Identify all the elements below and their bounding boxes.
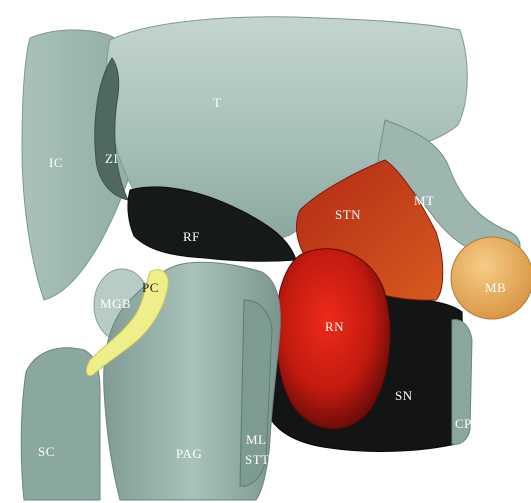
mammillary-body-shape — [451, 237, 531, 319]
label-periaqueductal-gray: PAG — [176, 446, 202, 461]
label-superior-colliculus: SC — [38, 444, 55, 459]
red-nucleus-shape — [276, 249, 390, 429]
label-medial-lemniscus: ML — [246, 432, 267, 447]
label-mammillary-body: MB — [485, 280, 506, 295]
label-reticular-formation: RF — [183, 229, 200, 244]
label-zona-incerta: ZI — [105, 151, 118, 166]
label-mammillothalamic-tract: MT — [414, 193, 435, 208]
label-medial-geniculate-body: MGB — [100, 296, 131, 311]
label-spinothalamic-tract: STT — [245, 452, 270, 467]
label-cerebral-peduncle: CP — [455, 416, 472, 431]
label-internal-capsule: IC — [49, 155, 63, 170]
label-red-nucleus: RN — [325, 319, 344, 334]
label-posterior-commissure: PC — [142, 280, 159, 295]
label-substantia-nigra: SN — [395, 388, 413, 403]
label-subthalamic-nucleus: STN — [335, 207, 361, 222]
label-thalamus: T — [213, 95, 221, 110]
